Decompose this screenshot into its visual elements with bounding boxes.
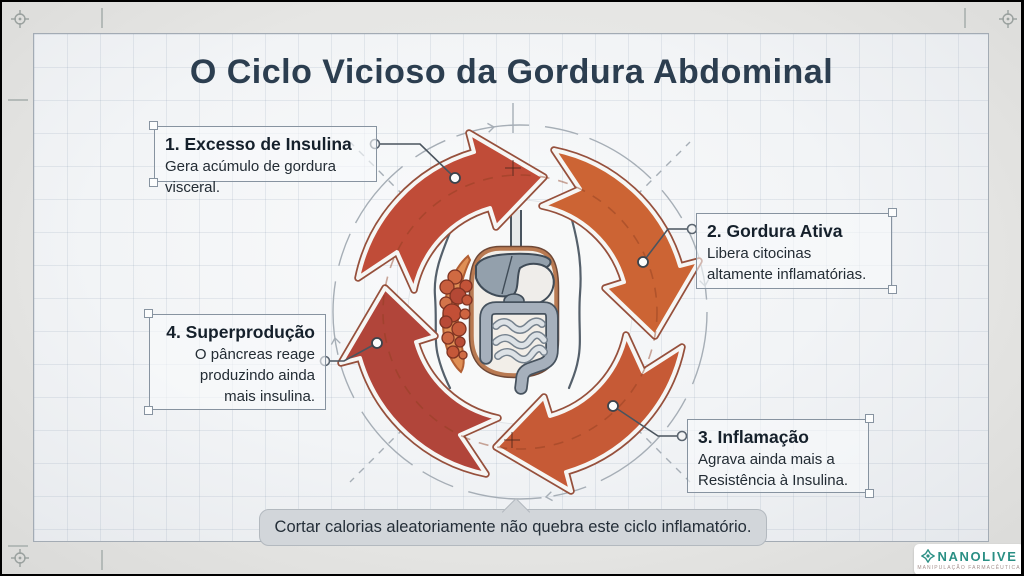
abdomen-illustration xyxy=(433,210,582,395)
ruler-tick xyxy=(8,99,28,101)
cycle-dash-guide xyxy=(382,174,658,450)
large-intestine xyxy=(479,301,559,395)
brand-logo: NANOLIVE MANIPULAÇÃO FARMACÊUTICA xyxy=(914,544,1021,574)
cycle-arrow-right xyxy=(540,148,701,338)
callout-text: Cortar calorias aleatoriamente não quebr… xyxy=(274,518,752,536)
registration-mark-icon xyxy=(999,10,1017,28)
page-title: O Ciclo Vicioso da Gordura Abdominal xyxy=(189,53,834,91)
cycle-arrow-bottom xyxy=(494,333,684,493)
plus-mark-icon xyxy=(504,160,521,448)
step-3-title: 3. Inflamação xyxy=(698,427,809,447)
registration-mark-icon xyxy=(11,549,29,567)
step-2-title: 2. Gordura Ativa xyxy=(707,221,843,241)
step-3-description: Resistência à Insulina. xyxy=(698,472,849,489)
connector-step-3 xyxy=(612,405,682,437)
ruler-tick xyxy=(101,8,103,28)
step-3-description: Agrava ainda mais a xyxy=(698,451,835,468)
cycle-arrow-left xyxy=(339,286,500,476)
selection-handle xyxy=(865,489,874,498)
registration-mark-icon xyxy=(11,10,29,28)
selection-handle xyxy=(144,309,153,318)
step-1-description: Gera acúmulo de gordura visceral. xyxy=(165,158,336,196)
selection-handle xyxy=(888,208,897,217)
connector-anchor-dot xyxy=(371,172,649,412)
cycle-arrow-top xyxy=(356,131,546,292)
step-2-description: Libera citocinas xyxy=(707,245,812,262)
brand-tagline: MANIPULAÇÃO FARMACÊUTICA xyxy=(917,564,1021,571)
visceral-fat-cells xyxy=(439,269,473,360)
step-box-3: 3. Inflamação Agrava ainda mais a Resist… xyxy=(687,414,874,498)
cycle-arrows xyxy=(337,129,703,495)
step-1-title: 1. Excesso de Insulina xyxy=(165,134,352,154)
small-intestine xyxy=(492,317,548,364)
connector-step-2 xyxy=(642,228,692,263)
selection-handle xyxy=(144,406,153,415)
connector-step-4 xyxy=(325,342,378,362)
connector-step-1 xyxy=(375,143,456,179)
step-4-title: 4. Superprodução xyxy=(166,322,315,342)
ruler-tick xyxy=(964,8,966,28)
ruler-tick xyxy=(8,545,28,547)
ruler-tick xyxy=(101,550,103,570)
selection-handle xyxy=(888,285,897,294)
step-box-1: 1. Excesso de Insulina Gera acúmulo de g… xyxy=(149,121,377,196)
body-contour xyxy=(433,218,582,390)
step-4-description: O pâncreas reage xyxy=(194,346,315,363)
step-box-2: 2. Gordura Ativa Libera citocinas altame… xyxy=(696,208,897,294)
step-4-description: mais insulina. xyxy=(224,388,315,405)
selection-handle xyxy=(149,121,158,130)
step-4-description: produzindo ainda xyxy=(199,367,315,384)
nanolive-compass-icon xyxy=(920,549,935,563)
bottom-callout: Cortar calorias aleatoriamente não quebr… xyxy=(259,497,767,546)
selection-handle xyxy=(865,414,874,423)
brand-name: NANOLIVE xyxy=(937,548,1018,564)
selection-handle xyxy=(149,178,158,187)
step-box-4: 4. Superprodução O pâncreas reage produz… xyxy=(144,309,326,415)
step-2-description: altamente inflamatórias. xyxy=(707,266,867,283)
